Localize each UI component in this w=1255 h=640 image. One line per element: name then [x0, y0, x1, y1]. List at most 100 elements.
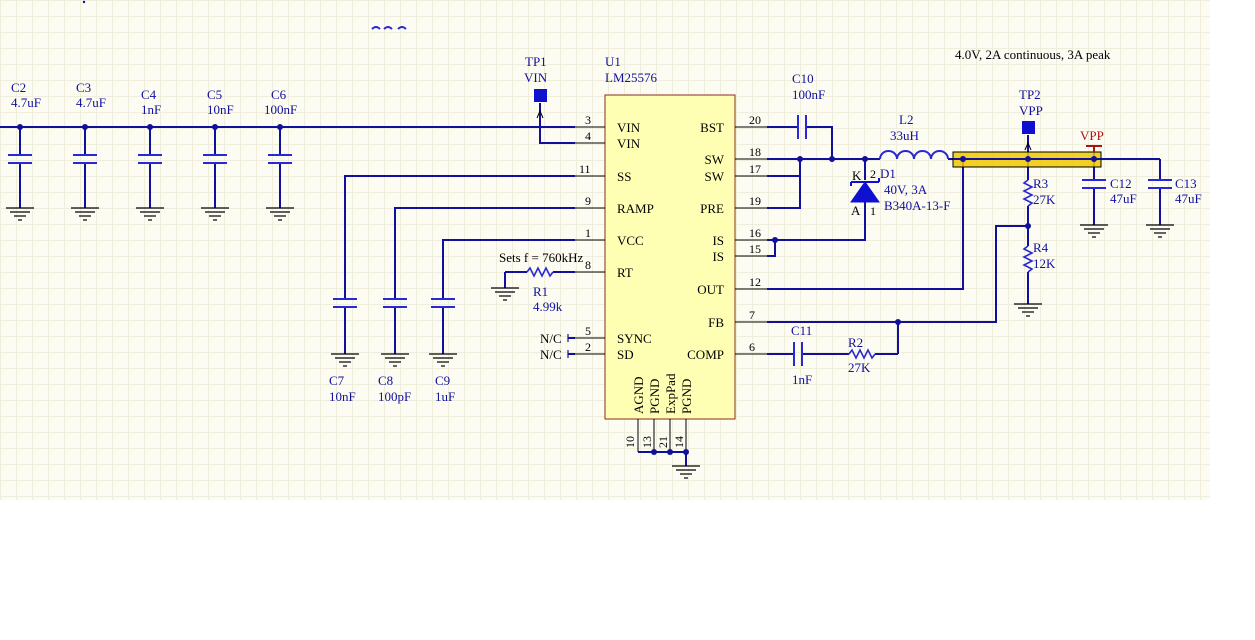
c10-value: 100nF: [792, 87, 825, 102]
c5-ref: C5: [207, 87, 222, 102]
c7-value: 10nF: [329, 389, 356, 404]
r2-value: 27K: [848, 360, 871, 375]
test-point-tp1[interactable]: TP1 VIN: [524, 54, 548, 119]
d1-value: 40V, 3A: [884, 182, 928, 197]
c8-ref: C8: [378, 373, 393, 388]
c7-ref: C7: [329, 373, 345, 388]
u1-pin-num: 3: [585, 113, 591, 127]
wires[interactable]: [0, 103, 1161, 466]
r1-ref: R1: [533, 284, 548, 299]
u1-pin-num: 1: [585, 226, 591, 240]
u1-pin-num: 11: [579, 162, 591, 176]
capacitor-c3[interactable]: C3 4.7uF: [73, 80, 106, 164]
u1-pin-name: SW: [705, 152, 725, 167]
u1-pin-name: IS: [712, 249, 724, 264]
vpp-port-label: VPP: [1080, 128, 1104, 143]
offscreen-fragment: [82, 0, 407, 30]
resistor-r3[interactable]: R3 27K: [1022, 176, 1056, 207]
d1-pin1: 1: [870, 204, 876, 218]
u1-pin-num: 17: [749, 162, 761, 176]
u1-pin-name: SD: [617, 347, 634, 362]
u1-pin-name: PGND: [647, 379, 662, 414]
c9-ref: C9: [435, 373, 450, 388]
r3-value: 27K: [1033, 192, 1056, 207]
inductor-l2[interactable]: L2 33uH: [879, 112, 949, 160]
u1-left-pin-lines: [575, 126, 605, 355]
u1-pin-name: RAMP: [617, 201, 654, 216]
u1-pin-name: SW: [705, 169, 725, 184]
capacitor-c5[interactable]: C5 10nF: [203, 87, 234, 164]
u1-pin-num: 4: [585, 129, 591, 143]
u1-pin-num: 15: [749, 242, 761, 256]
u1-body[interactable]: [604, 94, 736, 420]
c5-value: 10nF: [207, 102, 234, 117]
c12-ref: C12: [1110, 176, 1132, 191]
u1-pin-num: 19: [749, 194, 761, 208]
capacitor-c10[interactable]: C10 100nF: [792, 71, 825, 139]
u1-pin-num: 21: [656, 436, 670, 448]
u1-pin-num: 18: [749, 145, 761, 159]
u1-pin-num: 9: [585, 194, 591, 208]
c11-value: 1nF: [792, 372, 812, 387]
capacitor-c13[interactable]: C13 47uF: [1148, 176, 1202, 206]
c2-value: 4.7uF: [11, 95, 41, 110]
test-point-tp2[interactable]: TP2 VPP: [1019, 87, 1043, 151]
u1-bottom-pin-lines: [637, 419, 687, 452]
u1-pin-name: PRE: [700, 201, 724, 216]
tp1-net: VIN: [524, 70, 548, 85]
u1-pin-num: 2: [585, 340, 591, 354]
c13-value: 47uF: [1175, 191, 1202, 206]
capacitor-c11[interactable]: C11 1nF: [791, 323, 812, 387]
c3-ref: C3: [76, 80, 91, 95]
tp2-net: VPP: [1019, 103, 1043, 118]
capacitor-c9[interactable]: C9 1uF: [431, 298, 455, 404]
u1-pin-num: 14: [672, 436, 686, 448]
r4-value: 12K: [1033, 256, 1056, 271]
resistor-r4[interactable]: R4 12K: [1022, 240, 1056, 273]
u1-pin-name: PGND: [679, 379, 694, 414]
output-spec-note: 4.0V, 2A continuous, 3A peak: [955, 47, 1111, 62]
u1-ref: U1: [605, 54, 621, 69]
c3-value: 4.7uF: [76, 95, 106, 110]
capacitor-c4[interactable]: C4 1nF: [138, 87, 162, 164]
u1-pin-num: 16: [749, 226, 761, 240]
r1-value: 4.99k: [533, 299, 563, 314]
d1-k-label: K: [852, 168, 862, 183]
tp2-ref: TP2: [1019, 87, 1041, 102]
u1-pin-name: VIN: [617, 120, 641, 135]
c4-ref: C4: [141, 87, 157, 102]
u1-pin-num: 7: [749, 308, 755, 322]
u1-pin-num: 10: [623, 436, 637, 448]
capacitor-c12[interactable]: C12 47uF: [1082, 176, 1137, 206]
c12-value: 47uF: [1110, 191, 1137, 206]
r3-ref: R3: [1033, 176, 1048, 191]
l2-value: 33uH: [890, 128, 919, 143]
r1-note: Sets f = 760kHz: [499, 250, 583, 265]
u1-pin-name: OUT: [697, 282, 724, 297]
r2-ref: R2: [848, 335, 863, 350]
c6-ref: C6: [271, 87, 287, 102]
c11-ref: C11: [791, 323, 812, 338]
capacitor-c7[interactable]: C7 10nF: [329, 298, 357, 404]
resistor-r2[interactable]: R2 27K: [848, 335, 876, 375]
capacitor-c8[interactable]: C8 100pF: [378, 298, 411, 404]
u1-pin-name: BST: [700, 120, 724, 135]
d1-pin2: 2: [870, 167, 876, 181]
vpp-net-port[interactable]: VPP: [1080, 128, 1104, 152]
u1-pin-num: 12: [749, 275, 761, 289]
resistor-r1[interactable]: Sets f = 760kHz R1 4.99k: [499, 250, 583, 314]
d1-part: B340A-13-F: [884, 198, 950, 213]
u1-pin-name: COMP: [687, 347, 724, 362]
capacitor-c2[interactable]: C2 4.7uF: [8, 80, 41, 164]
c2-ref: C2: [11, 80, 26, 95]
u1-pin-name: VCC: [617, 233, 644, 248]
u1-pin-num: 5: [585, 324, 591, 338]
capacitor-c6[interactable]: C6 100nF: [264, 87, 297, 164]
u1-pin-name: SYNC: [617, 331, 652, 346]
u1-right-pin-lines: [735, 126, 767, 355]
c8-value: 100pF: [378, 389, 411, 404]
nc-label-sync: N/C: [540, 331, 562, 346]
c6-value: 100nF: [264, 102, 297, 117]
diode-d1[interactable]: K 2 D1 40V, 3A B340A-13-F A 1: [850, 166, 950, 218]
